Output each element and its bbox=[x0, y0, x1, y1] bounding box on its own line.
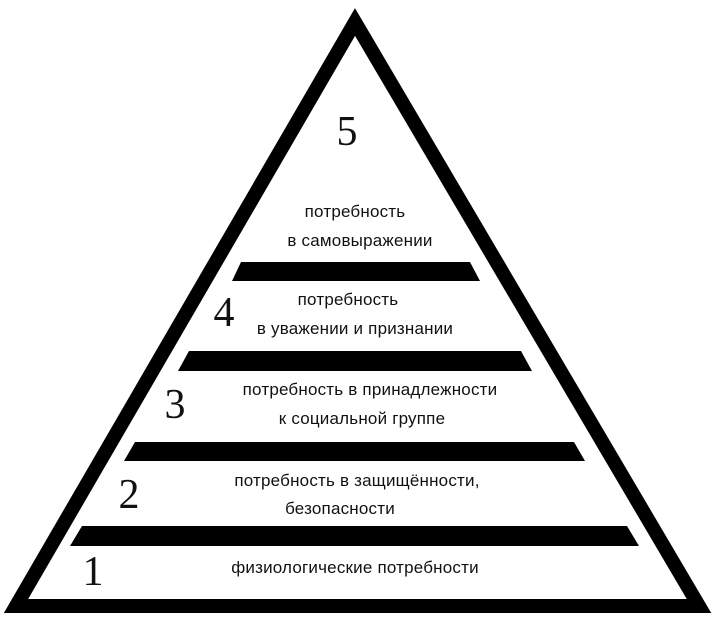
level-3-label-line-1: потребность в принадлежности bbox=[243, 380, 498, 399]
divider-band-4-3 bbox=[178, 351, 532, 371]
level-2-label-line-1: потребность в защищённости, bbox=[234, 471, 479, 490]
level-4-label-line-1: потребность bbox=[298, 290, 399, 309]
level-5-label-line-1: потребность bbox=[305, 202, 406, 221]
level-2-label-line-2: безопасности bbox=[285, 499, 395, 518]
level-5-label-line-2: в самовыражении bbox=[287, 231, 432, 250]
level-5-number: 5 bbox=[337, 109, 358, 155]
level-4-number: 4 bbox=[214, 290, 235, 336]
divider-band-3-2 bbox=[124, 442, 585, 461]
pyramid-outline bbox=[3, 8, 712, 613]
level-1-label-line-1: физиологические потребности bbox=[231, 558, 479, 577]
level-1-number: 1 bbox=[83, 549, 104, 595]
divider-band-2-1 bbox=[70, 526, 639, 546]
level-4-label-line-2: в уважении и признании bbox=[257, 319, 453, 338]
level-2-number: 2 bbox=[119, 472, 140, 518]
level-3-number: 3 bbox=[165, 382, 186, 428]
divider-band-5-4 bbox=[232, 262, 480, 281]
level-3-label-line-2: к социальной группе bbox=[279, 409, 445, 428]
